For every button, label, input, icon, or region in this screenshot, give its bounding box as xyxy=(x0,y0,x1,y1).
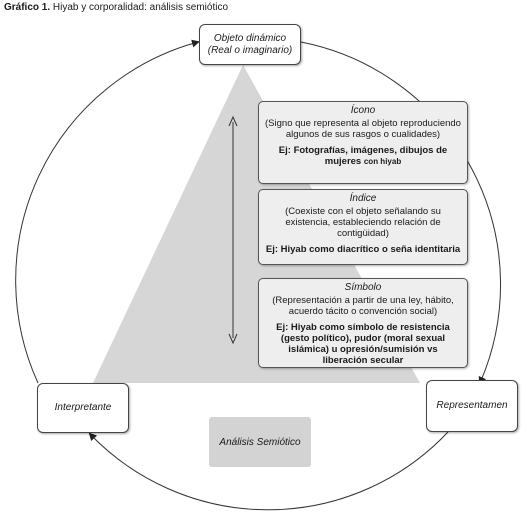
caption-text: Hiyab y corporalidad: análisis semiótico xyxy=(52,2,228,13)
caption-label: Gráfico 1. xyxy=(4,2,51,13)
arc-interpretant-to-object xyxy=(15,39,200,384)
analysis-text: Análisis Semiótico xyxy=(219,436,301,448)
index-title: Índice xyxy=(349,193,377,204)
icon-example: Ej: Fotografías, imágenes, dibujos de mu… xyxy=(265,145,461,167)
arc-representamen-to-interpretant xyxy=(88,431,449,511)
gradient-arrow-top-head xyxy=(228,115,238,127)
arc-object-to-representamen xyxy=(300,41,502,385)
representamen-label: Representamen xyxy=(436,400,508,411)
object-subtitle: (Real o imaginario) xyxy=(207,44,293,56)
symbol-example: Ej: Hiyab como símbolo de resistencia (g… xyxy=(276,322,450,366)
gradient-arrow-bottom-head xyxy=(228,333,238,345)
semiotic-analysis-label: Análisis Semiótico xyxy=(209,417,311,467)
symbol-description: (Representación a partir de una ley, háb… xyxy=(272,295,454,317)
index-description: (Coexiste con el objeto señalando su exi… xyxy=(285,206,441,239)
representamen-node: Representamen xyxy=(426,380,518,432)
figure-caption: Gráfico 1. Hiyab y corporalidad: análisi… xyxy=(4,2,228,14)
object-node: Objeto dinámico (Real o imaginario) xyxy=(199,24,301,65)
icon-sign-box: Ícono (Signo que representa al objeto re… xyxy=(258,101,468,184)
index-sign-box: Índice (Coexiste con el objeto señalando… xyxy=(258,189,468,265)
interpretant-label: Interpretante xyxy=(54,402,112,413)
index-example: Ej: Hiyab como diacrítico o seña identit… xyxy=(265,244,461,255)
symbol-title: Símbolo xyxy=(344,282,382,293)
interpretant-node: Interpretante xyxy=(37,383,129,433)
symbol-sign-box: Símbolo (Representación a partir de una … xyxy=(258,278,468,368)
object-title: Objeto dinámico xyxy=(213,32,287,44)
icon-title: Ícono xyxy=(350,105,376,116)
icon-description: (Signo que representa al objeto reproduc… xyxy=(265,118,461,140)
icon-example-tail: con hiyab xyxy=(363,157,402,166)
icon-example-text: Ej: Fotografías, imágenes, dibujos de mu… xyxy=(278,145,448,167)
